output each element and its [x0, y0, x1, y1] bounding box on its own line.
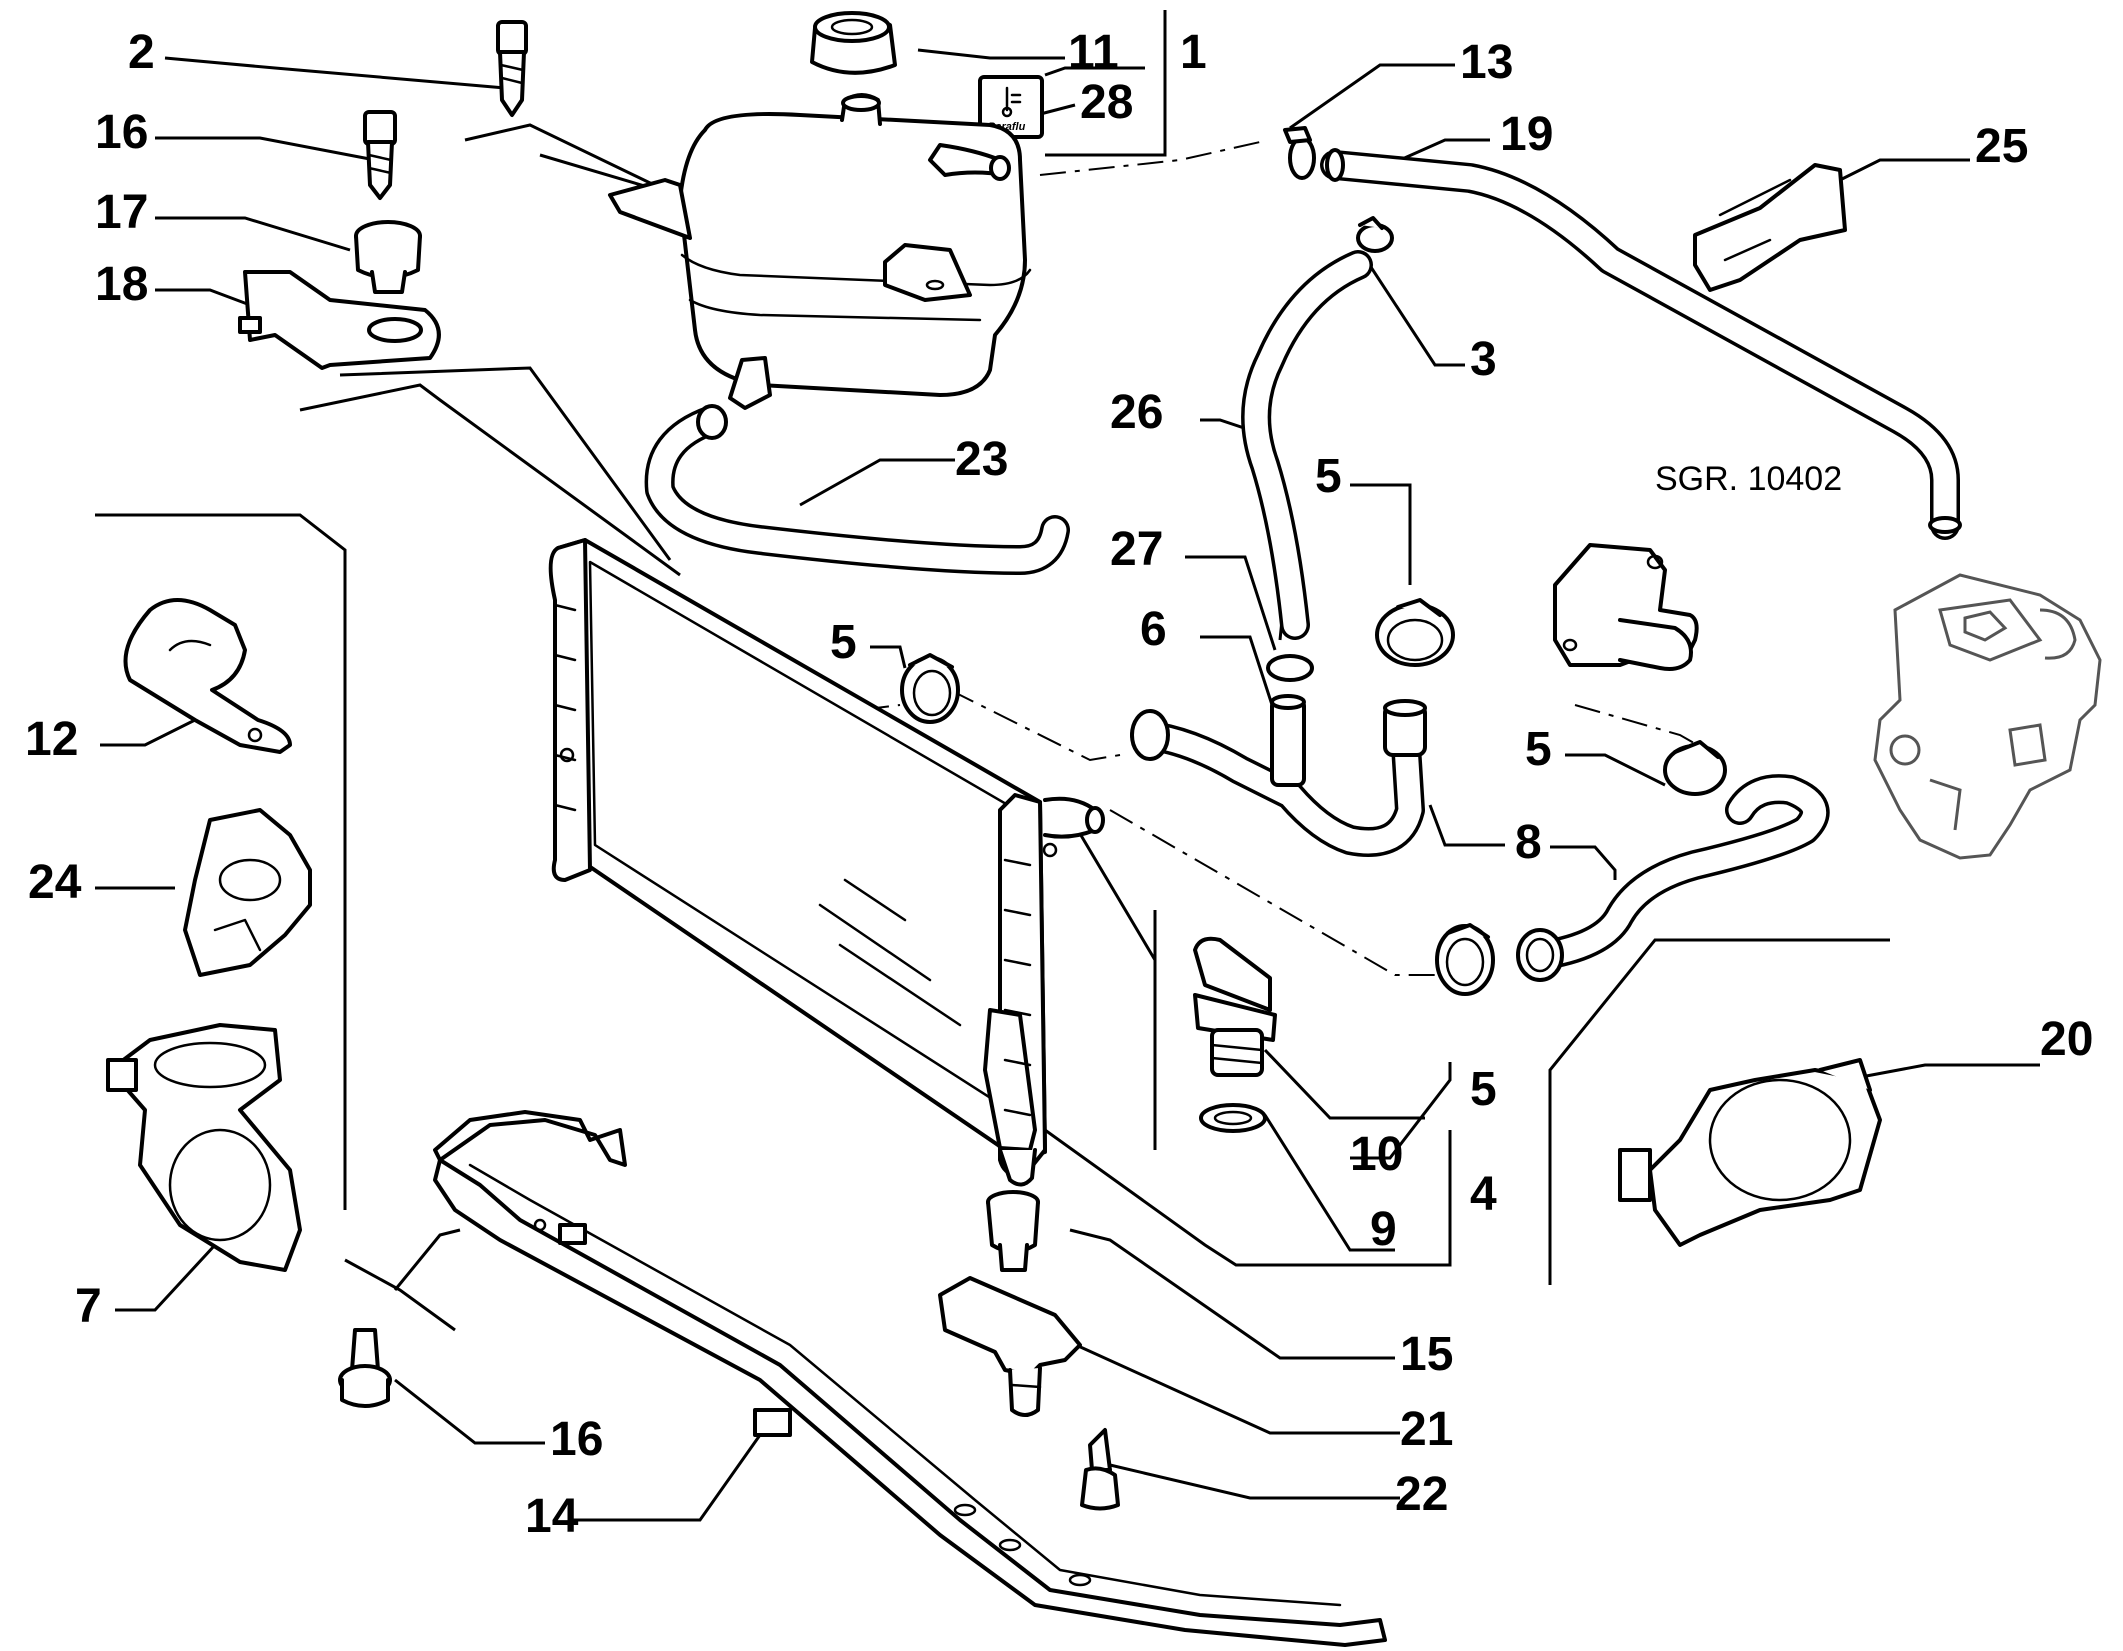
- callout-5-lower: 5: [1470, 1063, 1497, 1116]
- callout-27: 27: [1110, 523, 1163, 576]
- callout-1: 1: [1180, 26, 1207, 79]
- hose-part-8: [1516, 774, 1830, 982]
- clamp-part-13: [1283, 126, 1316, 180]
- grommet-part-17: [354, 220, 422, 294]
- rubber-mount-part-15: [986, 1190, 1040, 1272]
- radiator-part: [548, 538, 1105, 1187]
- callout-13: 13: [1460, 36, 1513, 89]
- callout-16-top: 16: [95, 106, 148, 159]
- callout-28: 28: [1080, 76, 1133, 129]
- callout-6: 6: [1140, 603, 1167, 656]
- clamp-part-5-radiator: [900, 653, 960, 724]
- clip-part-7: [106, 1023, 302, 1272]
- clamp-part-5-tank: [1375, 598, 1455, 667]
- screw-part-2: [496, 20, 528, 117]
- callout-19: 19: [1500, 108, 1553, 161]
- callout-2: 2: [128, 26, 155, 79]
- callout-16-bottom: 16: [550, 1413, 603, 1466]
- clamp-part-3: [1356, 216, 1394, 253]
- hose-part-26: [1241, 250, 1373, 640]
- callout-5-tank: 5: [1315, 450, 1342, 503]
- callout-17: 17: [95, 186, 148, 239]
- callout-26: 26: [1110, 386, 1163, 439]
- callout-9: 9: [1370, 1203, 1397, 1256]
- hose-part-23: [644, 404, 1070, 575]
- screw-part-16-top: [363, 110, 397, 200]
- callout-14: 14: [525, 1490, 579, 1543]
- callout-21: 21: [1400, 1403, 1453, 1456]
- screw-part-22: [1080, 1428, 1120, 1511]
- drain-plug-part-10: [1193, 936, 1277, 1077]
- callout-18: 18: [95, 258, 148, 311]
- callout-labels: 2 16 17 18 11 28 1 13 19 25 3 26 23 5 27…: [25, 26, 2093, 1543]
- callout-12: 12: [25, 713, 78, 766]
- callout-24: 24: [28, 856, 82, 909]
- callout-15: 15: [1400, 1328, 1453, 1381]
- expansion-tank: [608, 93, 1032, 410]
- callout-3: 3: [1470, 333, 1497, 386]
- pipe-part-19: [1320, 148, 1962, 540]
- clamp-part-5-lower: [1435, 923, 1495, 996]
- callout-11: 11: [1068, 26, 1119, 79]
- screw-part-16-bottom: [338, 1328, 392, 1408]
- callout-25: 25: [1975, 120, 2028, 173]
- clip-part-25: [1693, 163, 1847, 292]
- cap-part-11: [810, 11, 897, 75]
- callout-10: 10: [1350, 1128, 1403, 1181]
- bracket-part-18: [238, 270, 441, 370]
- callout-5-radiator: 5: [830, 616, 857, 669]
- callout-4: 4: [1470, 1168, 1497, 1221]
- callout-20: 20: [2040, 1013, 2093, 1066]
- crossmember-part-14: [433, 1110, 1387, 1647]
- clamp-part-5-thermostat: [1663, 740, 1727, 796]
- washer-part-9: [1199, 1103, 1267, 1133]
- thermostat-housing: [1553, 543, 1699, 671]
- reference-label: SGR. 10402: [1655, 460, 1842, 498]
- clamp-part-27: [1266, 654, 1314, 682]
- bracket-part-21: [938, 1276, 1082, 1417]
- clip-part-24: [183, 808, 312, 977]
- callout-8: 8: [1515, 816, 1542, 869]
- engine-block: [1873, 573, 2102, 860]
- hose-part-6: [1130, 694, 1427, 857]
- clip-part-12: [123, 598, 292, 754]
- badge-part-28: Paraflu: [978, 75, 1044, 139]
- clip-part-20: [1618, 1058, 1882, 1247]
- callout-23: 23: [955, 433, 1008, 486]
- callout-22: 22: [1395, 1468, 1448, 1521]
- callout-5-thermostat: 5: [1525, 723, 1552, 776]
- callout-7: 7: [75, 1280, 102, 1333]
